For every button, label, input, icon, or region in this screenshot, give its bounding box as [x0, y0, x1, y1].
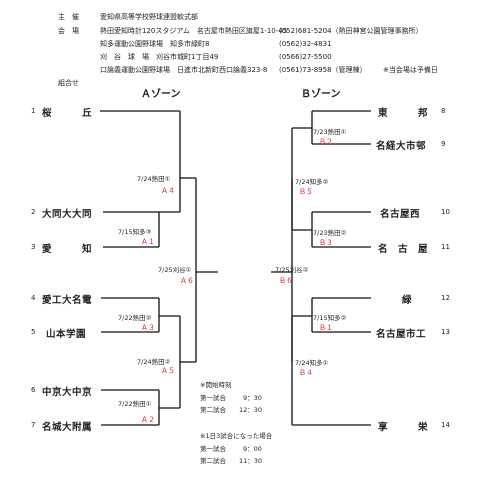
team-meijo-dai-fuzoku: 名城大附属: [42, 422, 93, 433]
team-nagoya-shiko: 名古屋市工: [376, 329, 427, 340]
match-b6-id: Ｂ６: [279, 277, 293, 285]
team-aichi: 愛 知: [42, 244, 93, 255]
match-a6-id: Ａ６: [180, 277, 194, 285]
triple-first-time: 9：00: [243, 445, 262, 453]
team-sakuragaoka: 桜 丘: [42, 108, 93, 119]
team-toho: 東 邦: [378, 108, 429, 119]
seed-1: 1: [31, 107, 36, 115]
match-b3-id: Ｂ３: [319, 239, 333, 247]
match-a3-id: Ａ３: [141, 324, 155, 332]
match-a1-id: Ａ１: [141, 238, 155, 246]
venue-chita: 知多運動公園野球場 知多市緑町8: [100, 40, 210, 48]
start-second-time: 12：30: [239, 406, 263, 414]
match-b1-info: 7/15知多②: [313, 314, 347, 322]
team-chukyo-dai-chukyo: 中京大中京: [42, 387, 93, 398]
header-label-pairings: 組合せ: [58, 79, 79, 87]
zone-b-title: Ｂゾーン: [301, 89, 341, 100]
header-label-organizer: 主 催: [58, 13, 79, 21]
team-meikeidai-ichimura: 名経大市邨: [376, 141, 427, 152]
venue-koronngi-phone: (0561)73-8958（管理棟）: [279, 66, 367, 74]
match-a6-info: 7/25刈谷①: [158, 266, 192, 274]
team-daido-dai-daido: 大同大大同: [42, 209, 93, 220]
match-a4-id: Ａ４: [161, 187, 175, 195]
seed-14: 14: [441, 421, 450, 429]
match-b2-info: 7/23熱田①: [313, 128, 347, 136]
team-nagoya: 名 古 屋: [378, 244, 429, 255]
match-b6-info: 7/25刈谷②: [275, 266, 309, 274]
match-a3-info: 7/22熱田②: [118, 314, 152, 322]
seed-4: 4: [31, 294, 36, 302]
seed-2: 2: [31, 208, 36, 216]
venue-kariya: 刈 谷 球 場 刈谷市城町1丁目49: [100, 53, 219, 61]
match-b1-id: Ｂ１: [319, 324, 333, 332]
match-b3-info: 7/23熱田②: [313, 229, 347, 237]
venue-kariya-phone: (0566)27-5500: [279, 53, 332, 61]
seed-12: 12: [441, 294, 450, 302]
match-a2-id: Ａ２: [141, 416, 155, 424]
seed-7: 7: [31, 421, 36, 429]
triple-second-time: 11：30: [239, 457, 263, 465]
header-label-venue: 会 場: [58, 27, 79, 35]
venue-koronngi: 口論義運動公園野球場 日進市北新町西口論義323-8: [100, 66, 268, 74]
seed-8: 8: [441, 107, 446, 115]
start-first-time: 9：30: [243, 394, 262, 402]
match-a2-info: 7/22熱田①: [118, 400, 152, 408]
match-b4-info: 7/24知多①: [295, 359, 329, 367]
match-b2-id: Ｂ２: [319, 138, 333, 146]
match-b5-info: 7/24知多②: [295, 178, 329, 186]
seed-9: 9: [441, 140, 446, 148]
start-time-title: ※開始時刻: [200, 381, 232, 389]
venue-koronngi-note: ※当会場は予備日: [383, 66, 438, 74]
triple-second-label: 第二試合: [200, 457, 226, 465]
match-a5-info: 7/24熱田②: [137, 358, 171, 366]
seed-10: 10: [441, 208, 450, 216]
team-kyoei: 享 栄: [378, 422, 429, 433]
seed-13: 13: [441, 328, 450, 336]
seed-6: 6: [31, 386, 36, 394]
team-aikodai-meiden: 愛工大名電: [42, 295, 93, 306]
venue-atsuta-phone: (052)681-5204（熱田神宮公園管理事務所）: [279, 27, 423, 35]
match-b4-id: Ｂ４: [299, 369, 313, 377]
team-midori: 緑: [402, 295, 413, 306]
zone-a-title: Ａゾーン: [141, 89, 181, 100]
match-b5-id: Ｂ５: [299, 188, 313, 196]
seed-11: 11: [441, 243, 450, 251]
team-nagoya-nishi: 名古屋西: [380, 209, 421, 220]
seed-5: 5: [31, 328, 36, 336]
triple-title: ※1日3試合になった場合: [200, 432, 273, 440]
venue-chita-phone: (0562)32-4831: [279, 40, 332, 48]
venue-atsuta: 熱田愛知時計120スタジアム 名古屋市熱田区旗屋1-10-45: [100, 27, 288, 35]
match-a1-info: 7/15知多③: [118, 228, 152, 236]
start-first-label: 第一試合: [200, 394, 226, 402]
header-organizer: 愛知県高等学校野球連盟軟式部: [100, 13, 198, 21]
team-yamamoto-gakuen: 山本学園: [46, 329, 87, 340]
seed-3: 3: [31, 243, 36, 251]
triple-first-label: 第一試合: [200, 445, 226, 453]
start-second-label: 第二試合: [200, 406, 226, 414]
match-a5-id: Ａ５: [161, 367, 175, 375]
match-a4-info: 7/24熱田①: [137, 175, 171, 183]
